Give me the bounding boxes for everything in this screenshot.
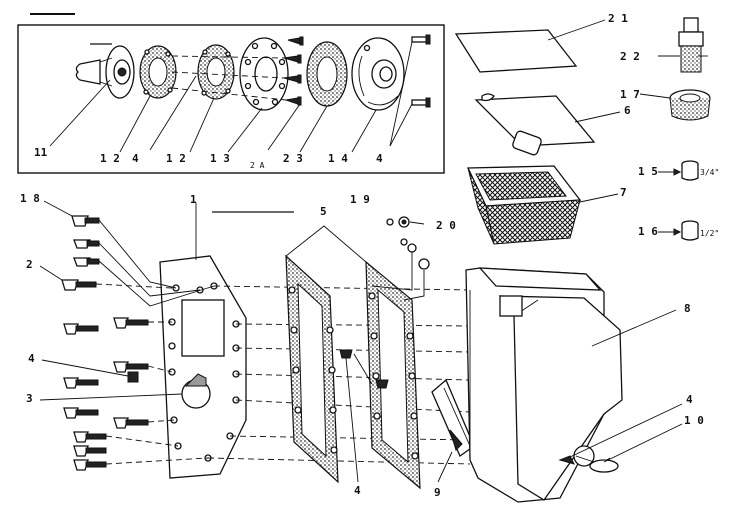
callout-10: 1 0: [684, 414, 704, 427]
leader-17: [639, 93, 671, 99]
part-11-plug: [75, 45, 135, 99]
callout-labels: 11 1 2 4 1 2 1 3 2 A 2 3 1 4 4 2 1 2 2 1…: [20, 12, 719, 499]
callout-20: 2 0: [436, 219, 456, 232]
callout-13: 1 3: [210, 152, 230, 165]
inset-screws: [171, 36, 304, 106]
callout-6: 6: [624, 104, 631, 117]
leader-5: [285, 225, 367, 263]
callout-19: 1 9: [350, 193, 370, 206]
callout-15: 1 5: [638, 165, 658, 178]
part-23-gasket: [306, 41, 348, 107]
callout-1: 1: [190, 193, 197, 206]
part-19-20-nuts: [371, 216, 430, 301]
part-9-bracket: [431, 378, 475, 483]
part-12-gasket-left: [139, 45, 177, 99]
part-7-basket: [466, 165, 619, 245]
callout-16: 1 6: [638, 225, 658, 238]
callout-21: 2 1: [608, 12, 628, 25]
callout-23: 2 3: [283, 152, 303, 165]
callout-11: 11: [34, 146, 48, 159]
size-label-15: 3/4": [700, 168, 719, 177]
main-bolts: [61, 215, 149, 471]
inset-assembly-box: [17, 24, 445, 174]
callout-3: 3: [26, 392, 33, 405]
part-16-bushing: [658, 220, 699, 241]
part-13-flange-plate: [239, 37, 289, 111]
callout-2a: 2 A: [250, 161, 265, 170]
part-15-bushing: [658, 160, 699, 181]
part-6-filter-tray: [474, 93, 621, 156]
callout-8: 8: [684, 302, 691, 315]
part-8-tank-housing: [465, 267, 683, 503]
inset-bolts: [411, 34, 431, 108]
callout-4-main-bottom: 4: [354, 484, 361, 497]
callout-5: 5: [320, 205, 327, 218]
main-leaders: [39, 200, 359, 483]
part-14-housing: [351, 37, 405, 111]
callout-4-main-right: 4: [686, 393, 693, 406]
part-5-gasket-rear: [365, 260, 421, 490]
callout-18: 1 8: [20, 192, 40, 205]
callout-14: 1 4: [328, 152, 348, 165]
inset-leaders: [49, 41, 413, 153]
callout-22: 2 2: [620, 50, 640, 63]
bolt-leaders: [95, 219, 471, 465]
callout-4-main-left: 4: [28, 352, 35, 365]
callout-12-left: 1 2: [100, 152, 120, 165]
part-22-fitting: [678, 17, 708, 73]
callout-2: 2: [26, 258, 33, 271]
part-5-gasket-front: [285, 254, 339, 484]
callout-9: 9: [434, 486, 441, 499]
callout-7: 7: [620, 186, 627, 199]
gasket-fasteners: [339, 349, 389, 389]
callout-17: 1 7: [620, 88, 640, 101]
size-label-16: 1/2": [700, 229, 719, 238]
part-21-filter-cover: [454, 19, 606, 73]
callout-12-right: 1 2: [166, 152, 186, 165]
callout-4-inset-a: 4: [132, 152, 139, 165]
part-12-gasket-right: [197, 44, 235, 100]
callout-4-inset-b: 4: [376, 152, 383, 165]
part-17-bushing: [669, 89, 711, 121]
